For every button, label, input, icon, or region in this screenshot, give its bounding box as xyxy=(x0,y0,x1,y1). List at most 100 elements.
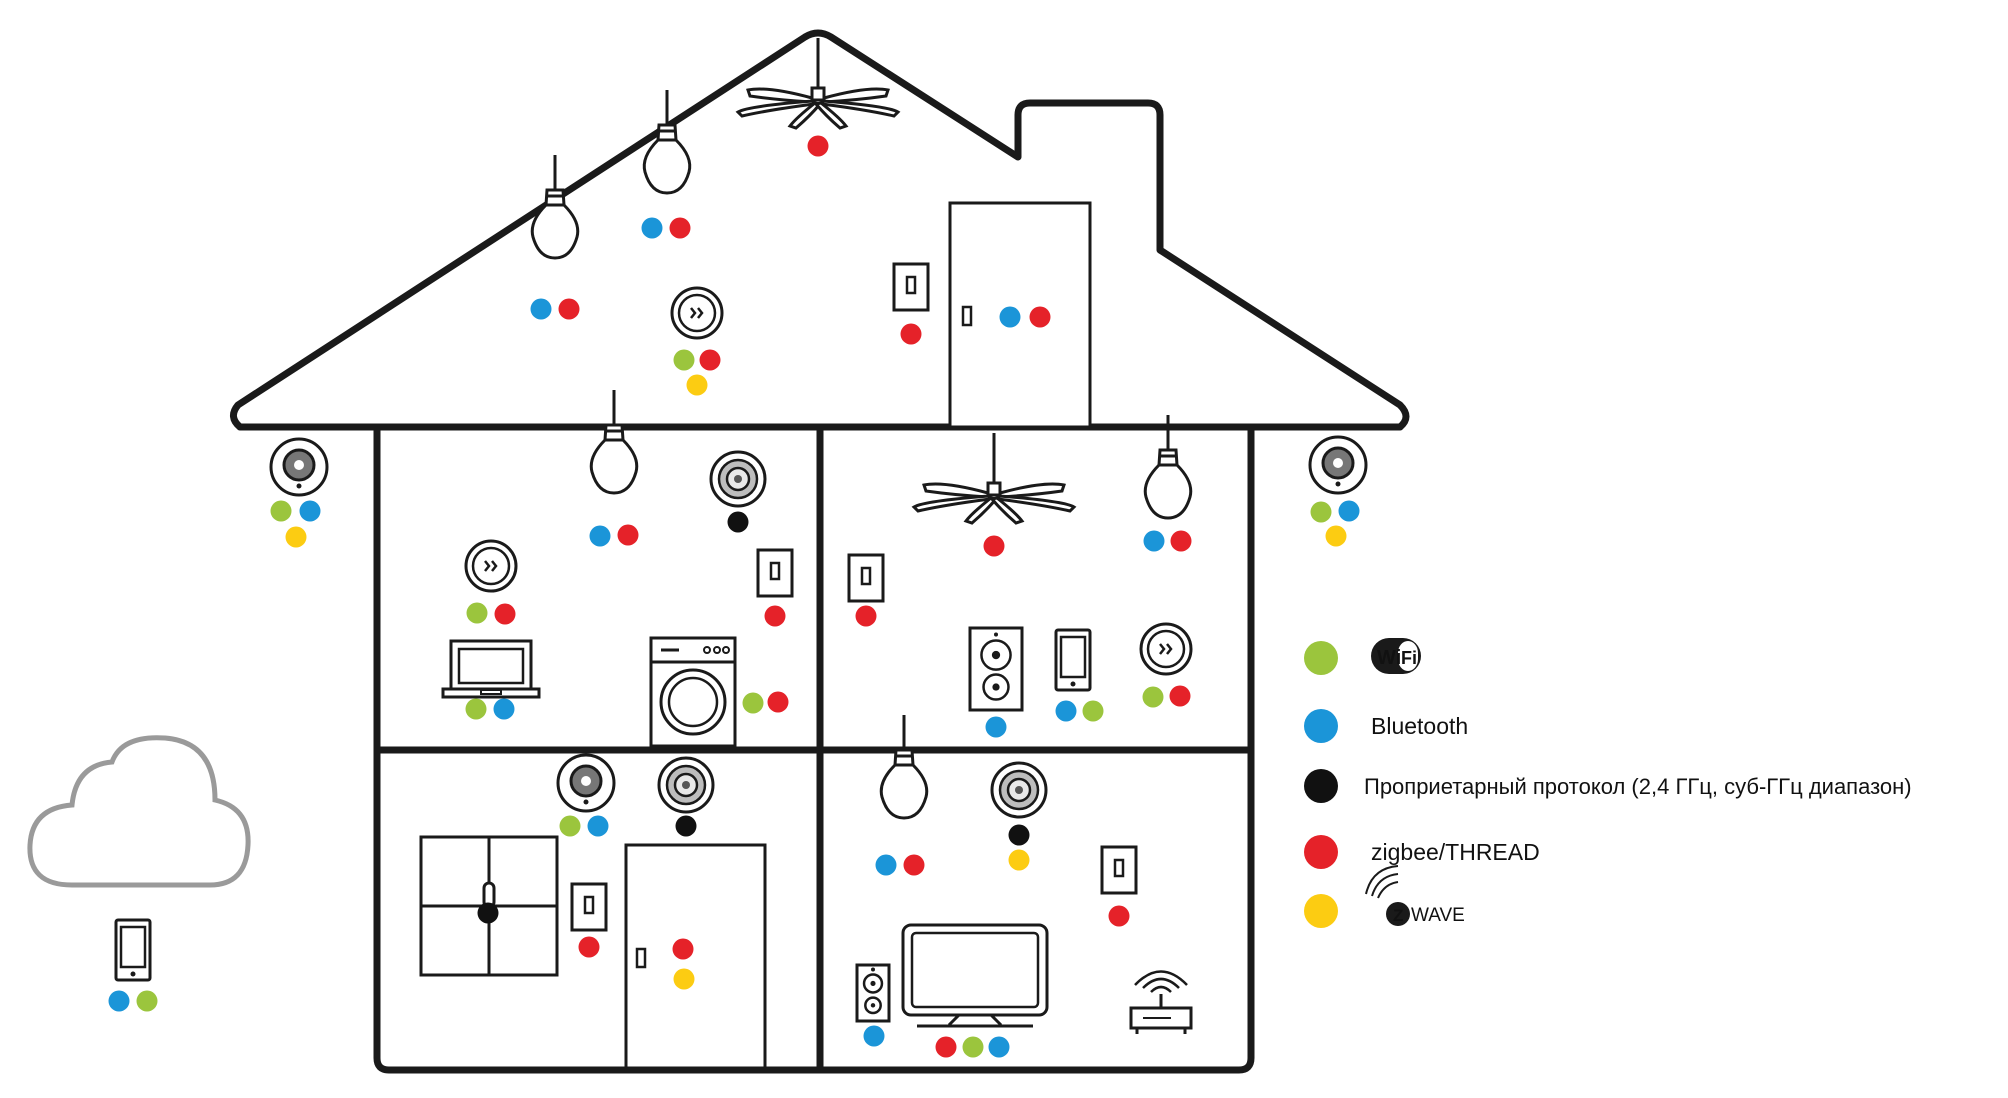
room-d-bulb-bluetooth-dot xyxy=(875,854,897,876)
room-d-small-speaker-bluetooth-dot xyxy=(863,1025,885,1047)
zwave-logo-text-right: WAVE xyxy=(1411,905,1465,926)
room-c-switch-zigbee-dot xyxy=(578,936,600,958)
room-c-camera-bluetooth-dot xyxy=(587,815,609,837)
house-outline xyxy=(230,29,1410,1074)
legend-item-proprietary: Проприетарный протокол (2,4 ГГц, суб-ГГц… xyxy=(1304,769,1912,803)
room-d-bulb-bulb-icon xyxy=(879,715,929,820)
cloud-icon xyxy=(27,735,251,888)
attic-bulb-1-bulb-icon xyxy=(530,155,580,260)
room-a-speaker-speaker-icon xyxy=(709,450,767,508)
zwave-logo: Z WAVE xyxy=(1365,865,1465,926)
room-b-bulb-zigbee-dot xyxy=(1170,530,1192,552)
legend-item-bluetooth: Bluetooth xyxy=(1304,709,1468,743)
room-d-speaker-zwave-dot xyxy=(1008,849,1030,871)
room-a-laptop-wifi-dot xyxy=(465,698,487,720)
attic-sensor-sensor-icon xyxy=(670,286,724,340)
room-a-washer-zigbee-dot xyxy=(767,691,789,713)
outdoor-camera-right-zwave-dot xyxy=(1325,525,1347,547)
legend-swatch-zigbee xyxy=(1304,835,1338,869)
outdoor-camera-left-wifi-dot xyxy=(270,500,292,522)
outdoor-camera-left-zwave-dot xyxy=(285,526,307,548)
attic-switch-switch-icon xyxy=(892,262,930,312)
legend-item-zwave: Z WAVE xyxy=(1304,865,1465,928)
attic-bulb-1-zigbee-dot xyxy=(558,298,580,320)
legend-label-zigbee: zigbee/THREAD xyxy=(1371,839,1540,865)
legend-item-zigbee: zigbee/THREAD xyxy=(1304,835,1540,869)
legend-swatch-proprietary xyxy=(1304,769,1338,803)
room-a-bulb-bluetooth-dot xyxy=(589,525,611,547)
room-d-speaker-speaker-icon xyxy=(990,761,1048,819)
room-c-door-door-icon xyxy=(624,843,767,1070)
room-c-door-zwave-dot xyxy=(673,968,695,990)
attic-fan-zigbee-dot xyxy=(807,135,829,157)
legend-label-bluetooth: Bluetooth xyxy=(1371,713,1468,739)
outdoor-camera-right-camera-icon xyxy=(1308,435,1368,495)
attic-door-lock-zigbee-dot xyxy=(1029,306,1051,328)
attic-bulb-2-bluetooth-dot xyxy=(641,217,663,239)
cloud-phone-wifi-dot xyxy=(136,990,158,1012)
room-c-switch-switch-icon xyxy=(570,882,608,932)
room-b-sensor-sensor-icon xyxy=(1139,622,1193,676)
room-d-tv-wifi-dot xyxy=(962,1036,984,1058)
protocol-dots-layer xyxy=(108,135,1360,1058)
outdoor-camera-right-bluetooth-dot xyxy=(1338,500,1360,522)
device-icons-layer xyxy=(114,38,1368,1070)
legend-swatch-zwave xyxy=(1304,894,1338,928)
legend-swatch-bluetooth xyxy=(1304,709,1338,743)
attic-sensor-zwave-dot xyxy=(686,374,708,396)
room-b-switch-switch-icon xyxy=(847,553,885,603)
room-a-sensor-zigbee-dot xyxy=(494,603,516,625)
room-d-router-router-icon xyxy=(1129,970,1193,1034)
room-a-washer-wifi-dot xyxy=(742,692,764,714)
attic-bulb-2-zigbee-dot xyxy=(669,217,691,239)
zwave-logo-text-left: Z xyxy=(1393,906,1403,925)
room-c-door-zigbee-dot xyxy=(672,938,694,960)
room-a-washer-washer-icon xyxy=(649,636,737,748)
room-a-laptop-laptop-icon xyxy=(441,639,541,699)
room-d-speaker-proprietary-dot xyxy=(1008,824,1030,846)
room-b-fan-fan-icon xyxy=(911,433,1077,525)
room-a-laptop-bluetooth-dot xyxy=(493,698,515,720)
attic-switch-zigbee-dot xyxy=(900,323,922,345)
room-c-speaker-proprietary-dot xyxy=(675,815,697,837)
room-b-loudspeaker-speakerbox-icon xyxy=(968,626,1024,712)
house-walls xyxy=(373,423,1255,1074)
outdoor-camera-right-wifi-dot xyxy=(1310,501,1332,523)
room-d-tv-bluetooth-dot xyxy=(988,1036,1010,1058)
room-b-sensor-wifi-dot xyxy=(1142,686,1164,708)
room-d-bulb-zigbee-dot xyxy=(903,854,925,876)
room-b-fan-zigbee-dot xyxy=(983,535,1005,557)
room-d-switch-zigbee-dot xyxy=(1108,905,1130,927)
room-b-loudspeaker-bluetooth-dot xyxy=(985,716,1007,738)
room-b-phone-bluetooth-dot xyxy=(1055,700,1077,722)
room-b-switch-zigbee-dot xyxy=(855,605,877,627)
outdoor-camera-left-bluetooth-dot xyxy=(299,500,321,522)
attic-door-lock-bluetooth-dot xyxy=(999,306,1021,328)
room-b-phone-wifi-dot xyxy=(1082,700,1104,722)
wifi-logo-text-right: Fi xyxy=(1401,648,1417,668)
roof xyxy=(230,29,1410,431)
wifi-logo-text-left: Wi xyxy=(1377,647,1401,669)
legend-label-proprietary: Проприетарный протокол (2,4 ГГц, суб-ГГц… xyxy=(1364,774,1912,799)
room-c-window-lock-proprietary-dot xyxy=(477,902,499,924)
room-b-phone-phone-icon xyxy=(1054,628,1092,692)
room-b-bulb-bluetooth-dot xyxy=(1143,530,1165,552)
room-b-sensor-zigbee-dot xyxy=(1169,685,1191,707)
attic-bulb-1-bluetooth-dot xyxy=(530,298,552,320)
room-b-bulb-bulb-icon xyxy=(1143,415,1193,520)
legend-swatch-wifi xyxy=(1304,641,1338,675)
room-c-camera-camera-icon xyxy=(556,753,616,813)
cloud-phone-bluetooth-dot xyxy=(108,990,130,1012)
attic-sensor-wifi-dot xyxy=(673,349,695,371)
room-d-switch-switch-icon xyxy=(1100,845,1138,895)
room-a-speaker-proprietary-dot xyxy=(727,511,749,533)
room-a-sensor-sensor-icon xyxy=(464,539,518,593)
room-c-speaker-speaker-icon xyxy=(657,756,715,814)
outdoor-camera-left-camera-icon xyxy=(269,437,329,497)
room-a-bulb-zigbee-dot xyxy=(617,524,639,546)
room-a-switch-zigbee-dot xyxy=(764,605,786,627)
room-d-tv-zigbee-dot xyxy=(935,1036,957,1058)
